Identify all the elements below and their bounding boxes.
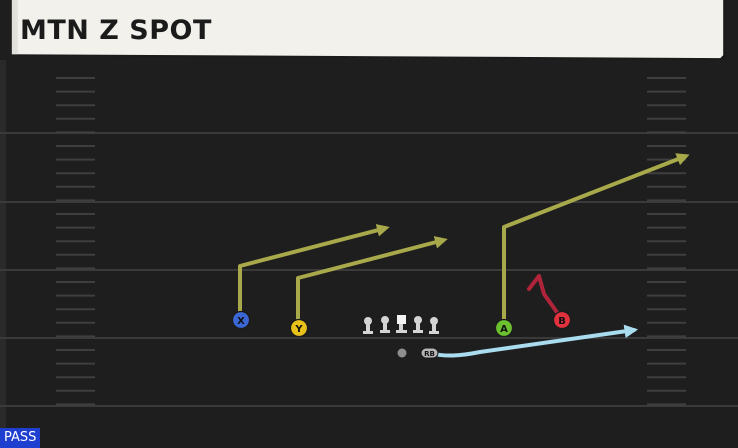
play-type-badge: PASS xyxy=(0,428,41,448)
hash-marks-left xyxy=(56,77,95,406)
route-a xyxy=(502,153,690,326)
quarterback xyxy=(397,348,407,358)
player-b-label: B xyxy=(558,316,566,327)
field-left-border xyxy=(0,60,6,448)
yard-lines xyxy=(0,132,738,407)
route-b-block xyxy=(527,274,563,320)
center xyxy=(397,315,406,324)
title-bar xyxy=(11,0,727,60)
field-background xyxy=(0,60,738,448)
player-a: A xyxy=(494,318,514,338)
play-title: MTN Z SPOT xyxy=(20,15,212,46)
hash-marks-right xyxy=(647,77,686,406)
player-x-label: X xyxy=(237,316,245,327)
player-y: Y xyxy=(289,318,309,338)
player-rb: RB xyxy=(420,347,439,359)
player-a-label: A xyxy=(500,324,508,335)
player-y-label: Y xyxy=(294,324,303,335)
offensive-line xyxy=(363,315,439,334)
route-y xyxy=(296,236,448,326)
route-x xyxy=(238,224,390,318)
player-x: X xyxy=(231,310,251,330)
player-rb-label: RB xyxy=(424,350,435,358)
player-b: B xyxy=(552,310,572,330)
